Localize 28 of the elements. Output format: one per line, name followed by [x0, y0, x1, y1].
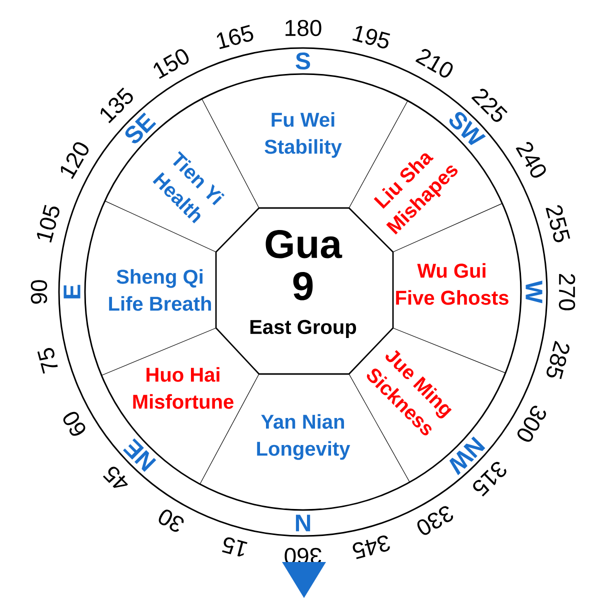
degree-number: 120: [60, 142, 89, 180]
direction-letter: E: [64, 284, 80, 298]
degree-number: 255: [546, 205, 570, 242]
sector-label: Yan Nian Longevity: [257, 414, 350, 460]
direction-letter: N: [296, 514, 310, 532]
degree-number: 285: [546, 340, 570, 380]
degree-number: 15: [222, 537, 248, 557]
degree-number: 150: [154, 49, 189, 79]
degree-number: 195: [352, 26, 390, 48]
degree-number: 180: [286, 20, 322, 36]
degree-number: 90: [30, 280, 48, 304]
sector-label: Sheng Qi Life Breath: [109, 269, 211, 311]
degree-number: 330: [417, 506, 454, 535]
degree-number: 240: [516, 142, 546, 178]
direction-letter: S: [296, 52, 310, 70]
degree-number: 75: [37, 348, 58, 374]
sector-label: Fu Wei Stability: [264, 112, 342, 158]
degree-number: 165: [216, 24, 254, 50]
degree-number: 270: [558, 274, 576, 310]
degree-number: 105: [36, 204, 60, 243]
degree-number: 60: [63, 412, 86, 436]
degree-number: 30: [158, 510, 184, 532]
degree-number: 345: [352, 536, 390, 560]
sector-label: Huo Hai Misfortune: [133, 367, 234, 409]
degree-number: 300: [517, 406, 546, 442]
sector-label: Wu Gui Five Ghosts: [396, 263, 508, 305]
direction-letter: W: [526, 280, 542, 304]
degree-number: 210: [415, 49, 453, 78]
